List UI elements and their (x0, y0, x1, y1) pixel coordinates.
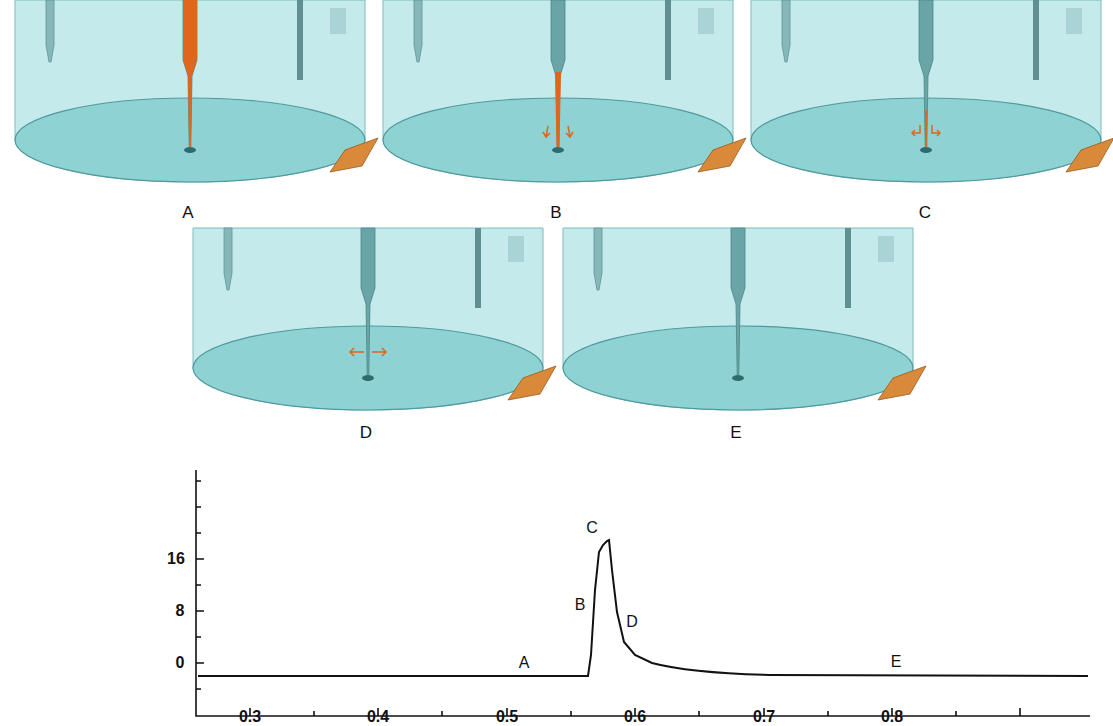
axis-tick-label: 0.3 (239, 709, 261, 725)
axis-tick-label: 0.7 (753, 709, 775, 725)
point-label: C (586, 520, 598, 536)
axis-tick-label: 16 (167, 551, 185, 567)
axis-tick-label: 0 (176, 655, 185, 671)
axis-tick-label: 0.5 (496, 709, 518, 725)
axis-tick-label: 0.6 (624, 709, 646, 725)
panel-label: B (550, 204, 561, 221)
panel-label: A (182, 204, 193, 221)
point-label: A (519, 655, 530, 671)
point-label: D (626, 614, 638, 630)
point-label: E (891, 654, 902, 670)
panel-label: C (919, 204, 931, 221)
panel-label: E (730, 424, 741, 441)
point-label: B (575, 597, 586, 613)
axis-tick-label: 8 (176, 603, 185, 619)
panel-label: D (360, 424, 372, 441)
axis-tick-label: 0.4 (367, 709, 389, 725)
axis-tick-label: 0.8 (881, 709, 903, 725)
